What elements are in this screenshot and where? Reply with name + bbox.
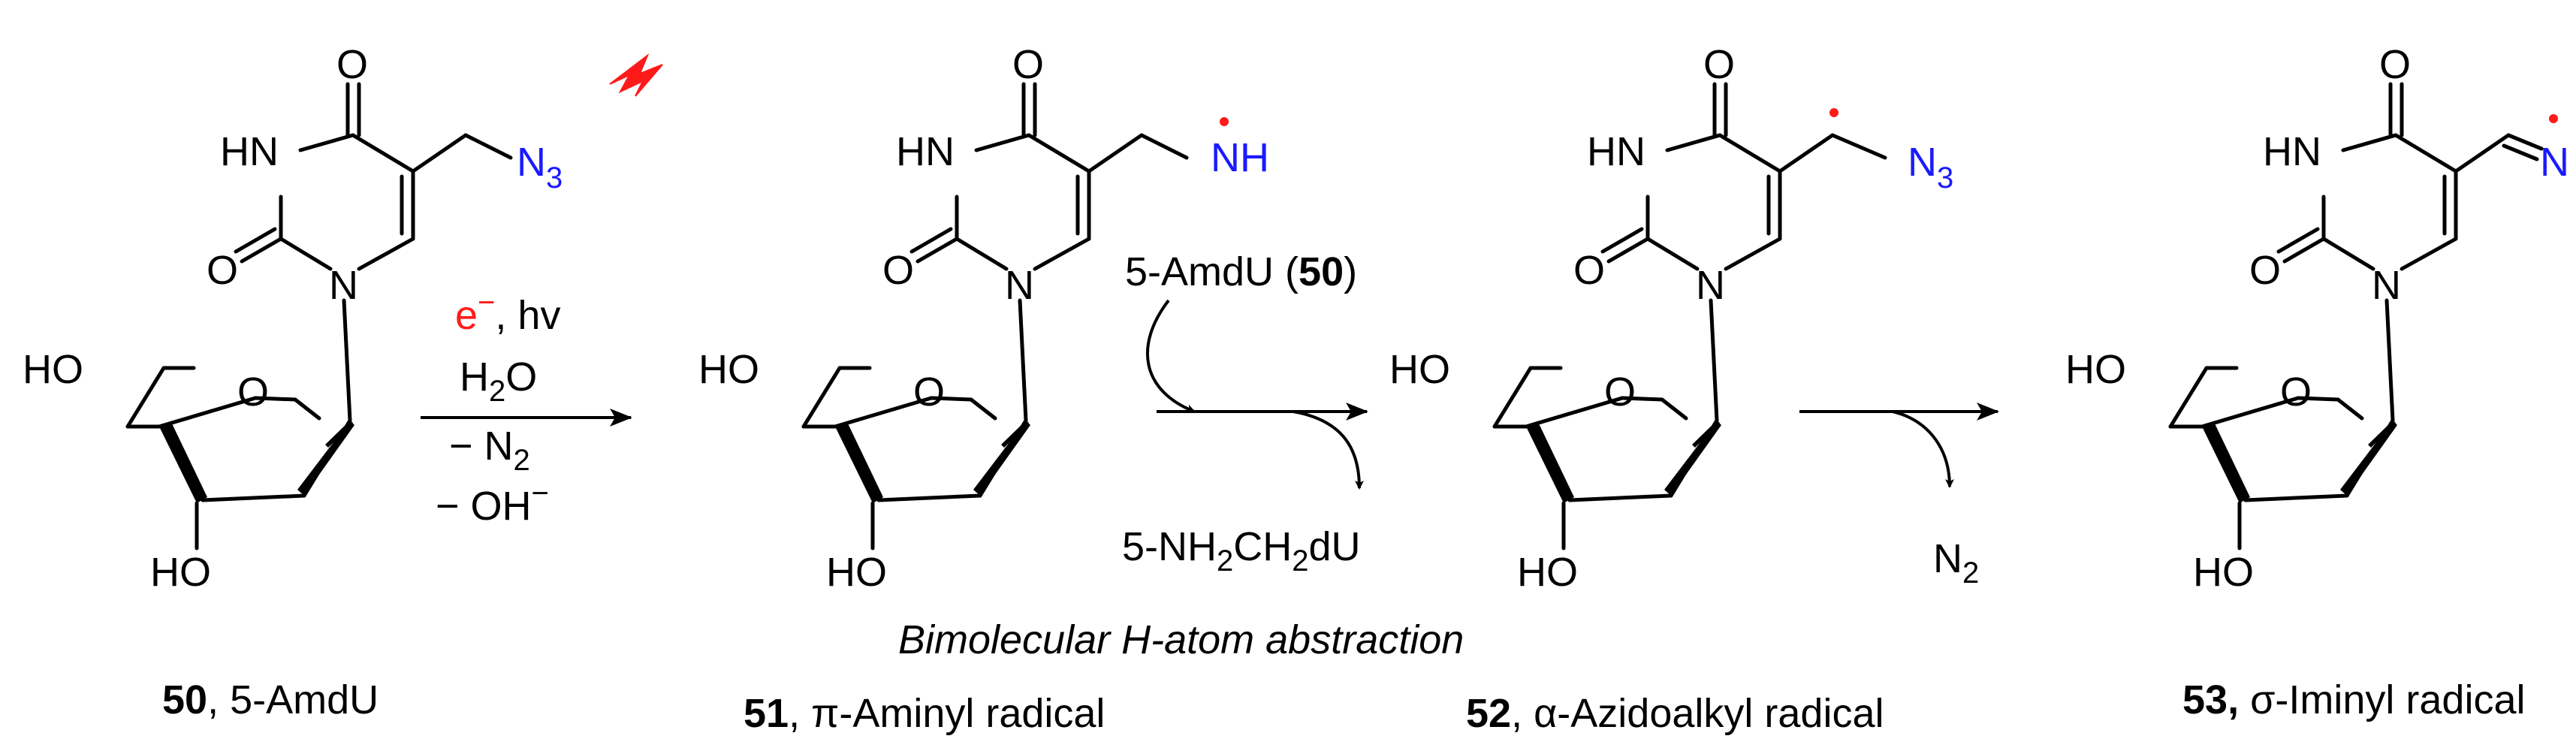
lost-nitrogen: N2 [1933, 536, 1979, 590]
compound-53-structure: N [2065, 42, 2569, 595]
imine-nitrogen: N [2540, 140, 2569, 185]
reagent-water: H2O [460, 354, 537, 408]
caption-compound-51: 51, π-Aminyl radical [744, 691, 1105, 736]
lightning-bolt-icon [609, 53, 663, 97]
reaction-step-3: N2 [1799, 403, 1999, 590]
radical-dot-aminyl [1220, 117, 1229, 126]
captions: 50, 5-AmdU 51, π-Aminyl radical 52, α-Az… [162, 677, 2525, 736]
product-5-nh2ch2du: 5-NH2CH2dU [1122, 524, 1361, 578]
radical-dot-iminyl [2549, 114, 2558, 123]
compound-51-structure: NH [698, 42, 1269, 595]
process-label: Bimolecular H-atom abstraction [898, 617, 1464, 662]
reagent-electron-hv: e−, hv [455, 286, 560, 338]
aminyl-nh-group: NH [1211, 135, 1269, 180]
compound-50-structure: N3 [23, 42, 663, 595]
caption-compound-53: 53, σ-Iminyl radical [2182, 677, 2525, 722]
reaction-step-1: e−, hv H2O − N2 − OH− [421, 286, 632, 529]
reaction-step-2: 5-AmdU (50) 5-NH2CH2dU Bimolecular H-ato… [898, 249, 1464, 662]
azide-group: N3 [517, 140, 563, 195]
reagent-5-amdu: 5-AmdU (50) [1125, 249, 1357, 294]
caption-compound-52: 52, α-Azidoalkyl radical [1466, 691, 1884, 736]
compound-52-structure: N3 [1389, 42, 1953, 595]
azide-group: N3 [1908, 140, 1953, 195]
radical-dot-azidoalkyl [1829, 108, 1838, 117]
loss-n2-label: − N2 [449, 424, 530, 477]
loss-hydroxide-label: − OH− [436, 477, 549, 529]
caption-compound-50: 50, 5-AmdU [162, 677, 379, 722]
